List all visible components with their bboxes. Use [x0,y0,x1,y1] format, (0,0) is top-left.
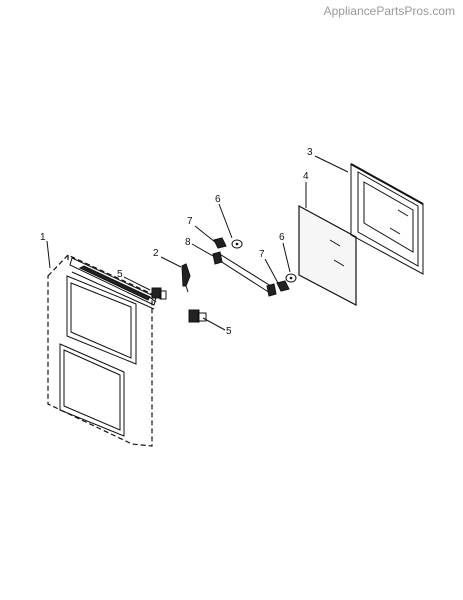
spacer-part-7-upper [213,237,227,249]
callout-5-lower: 5 [226,326,232,337]
screw-part-6-upper [231,239,243,249]
glass-panel-part-4 [298,204,357,306]
callout-8: 8 [185,237,191,248]
door-panel-part-1 [47,254,153,447]
callout-3: 3 [307,147,313,158]
callout-1: 1 [40,232,46,243]
inner-door-part-3 [350,163,424,275]
callout-4: 4 [303,171,309,182]
callout-6-lower: 6 [279,232,285,243]
handle-part-8 [212,251,277,297]
watermark-text: AppliancePartsPros.com [323,4,455,18]
callout-2: 2 [153,248,159,259]
latch-part-5-upper [147,287,167,303]
callout-5-upper: 5 [117,269,123,280]
control-panel-strip [69,257,157,310]
callout-7-upper: 7 [187,216,193,227]
callout-6-upper: 6 [215,194,221,205]
callout-7-lower: 7 [259,249,265,260]
screw-part-6-lower [285,273,297,283]
hinge-part-2 [181,263,191,293]
spacer-part-7-lower [276,280,290,292]
leader-lines [46,155,349,331]
latch-part-5-lower [188,309,207,323]
